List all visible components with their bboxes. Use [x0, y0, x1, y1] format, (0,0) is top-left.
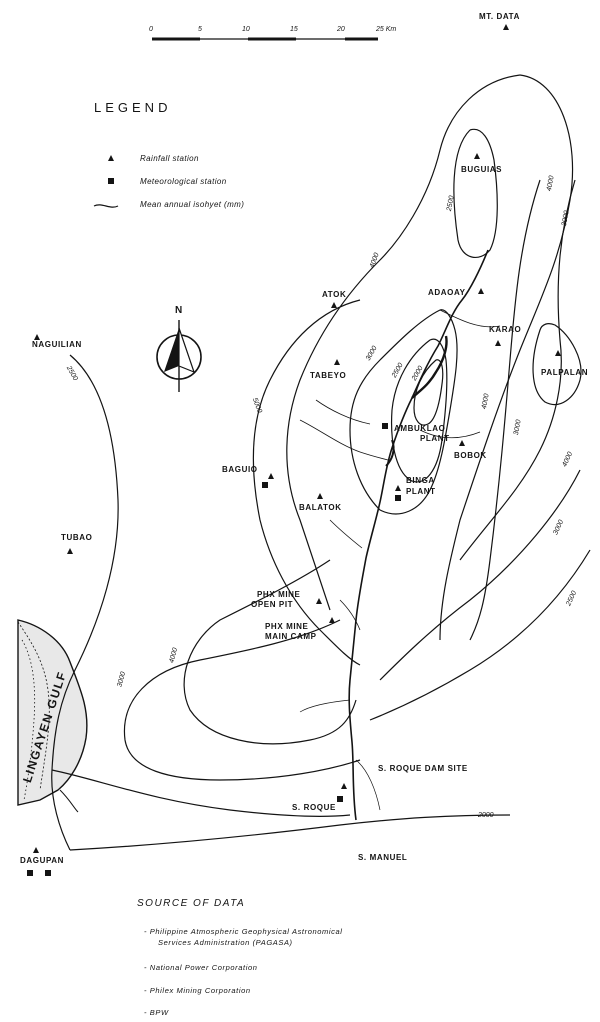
station-san-roque-met-symbol [337, 796, 343, 802]
station-phx-main-camp-1: PHX MINE [265, 622, 309, 631]
station-baguio: BAGUIO [222, 465, 258, 474]
isohyet-lines [51, 74, 591, 851]
station-atok-symbol [331, 302, 337, 308]
legend-title: LEGEND [94, 100, 172, 115]
station-binga-symbol [395, 485, 401, 491]
station-baguio-met-symbol [262, 482, 268, 488]
station-naguilian: NAGUILIAN [32, 340, 82, 349]
station-dagupan-met-symbol-1 [27, 870, 33, 876]
station-phx-main-camp-symbol [329, 617, 335, 623]
source-item-napocor: - National Power Corporation [144, 963, 258, 972]
meteorological-station-symbol [108, 178, 114, 184]
station-san-roque: S. ROQUE [292, 803, 336, 812]
scale-tick-25: 25 Km [376, 26, 397, 33]
source-item-pagasa-line2: Services Administration (PAGASA) [158, 938, 293, 947]
station-adaoay: ADAOAY [428, 288, 466, 297]
lingayen-gulf-coast [17, 619, 88, 806]
source-title: SOURCE OF DATA [137, 898, 246, 909]
source-item-pagasa-line1: - Philippine Atmospheric Geophysical Ast… [144, 927, 343, 936]
source-item-philex: - Philex Mining Corporation [144, 986, 251, 995]
north-arrow-graphic [156, 320, 202, 392]
rainfall-station-symbol [108, 155, 114, 161]
station-tubao: TUBAO [61, 533, 93, 542]
station-binga-met-symbol [395, 495, 401, 501]
station-adaoay-symbol [478, 288, 484, 294]
legend-isohyet: Mean annual isohyet (mm) [140, 200, 245, 209]
legend-meteorological-station: Meteorological station [140, 177, 227, 186]
station-tabeyo-symbol [334, 359, 340, 365]
station-naguilian-symbol [34, 334, 40, 340]
station-binga: BINGA [406, 476, 435, 485]
station-mt-data-symbol [503, 24, 509, 30]
isohyet-legend-line [93, 204, 119, 208]
station-binga-plant: PLANT [406, 487, 436, 496]
station-tubao-symbol [67, 548, 73, 554]
scale-tick-5: 5 [198, 26, 202, 33]
station-baguio-symbol [268, 473, 274, 479]
station-balatok: BALATOK [299, 503, 342, 512]
scale-tick-0: 0 [149, 26, 153, 33]
station-tabeyo: TABEYO [310, 371, 347, 380]
station-phx-open-pit-1: PHX MINE [257, 590, 301, 599]
station-bobok-symbol [459, 440, 465, 446]
station-atok: ATOK [322, 290, 347, 299]
station-phx-open-pit-symbol [316, 598, 322, 604]
station-buguias-symbol [474, 153, 480, 159]
station-mt-data: Mt. DATA [479, 12, 520, 21]
station-palpalan: PALPALAN [541, 368, 589, 377]
scale-tick-20: 20 [337, 26, 345, 33]
station-ambuklao: AMBUKLAO [394, 424, 446, 433]
legend-rainfall-station: Rainfall station [140, 154, 199, 163]
scale-tick-15: 15 [290, 26, 298, 33]
station-san-roque-dam-site: S. ROQUE DAM SITE [378, 764, 468, 773]
station-ambuklao-plant: PLANT [420, 434, 450, 443]
station-dagupan-symbol [33, 847, 39, 853]
agno-river [59, 249, 501, 821]
source-item-bpw: - BPW [144, 1008, 169, 1017]
station-san-roque-symbol [341, 783, 347, 789]
station-phx-main-camp-2: MAIN CAMP [265, 632, 317, 641]
station-dagupan: DAGUPAN [20, 856, 65, 865]
station-balatok-symbol [317, 493, 323, 499]
station-phx-open-pit-2: OPEN PIT [251, 600, 294, 609]
station-dagupan-met-symbol-2 [45, 870, 51, 876]
isohyet-label-south-2000: 2000 [478, 812, 494, 819]
station-karao: KARAO [489, 325, 522, 334]
north-letter: N [175, 305, 183, 316]
station-ambuklao-symbol [382, 423, 388, 429]
station-san-manuel: S. MANUEL [358, 853, 408, 862]
scale-tick-10: 10 [242, 26, 250, 33]
station-bobok: BOBOK [454, 451, 487, 460]
station-buguias: BUGUIAS [461, 165, 503, 174]
station-karao-symbol [495, 340, 501, 346]
station-palpalan-symbol [555, 350, 561, 356]
